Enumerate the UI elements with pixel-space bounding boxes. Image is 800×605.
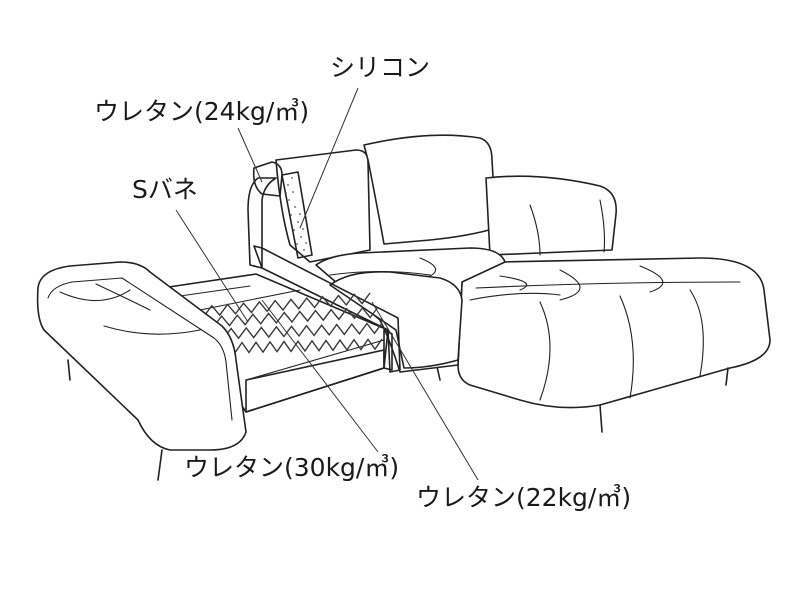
leader-lines [175, 87, 479, 481]
left-ottoman [36, 261, 247, 481]
label-urethane-base: ウレタン(30kg/㎥) [184, 453, 399, 482]
chaise-section [435, 257, 771, 433]
s-spring-row [195, 292, 371, 318]
label-silicone: シリコン [330, 53, 430, 82]
label-urethane-back: ウレタン(24kg/㎥) [94, 97, 309, 126]
label-s-spring: Sバネ [132, 175, 198, 204]
s-spring-row [215, 322, 383, 340]
s-spring-row [227, 338, 383, 355]
s-spring-row [205, 306, 379, 328]
label-urethane-seat: ウレタン(22kg/㎥) [416, 483, 631, 512]
seat-cushions [315, 247, 506, 373]
urethane-back-block [252, 161, 283, 197]
silicone-layer [281, 171, 313, 259]
gray-frame-layer [253, 245, 401, 373]
s-springs [195, 292, 383, 355]
